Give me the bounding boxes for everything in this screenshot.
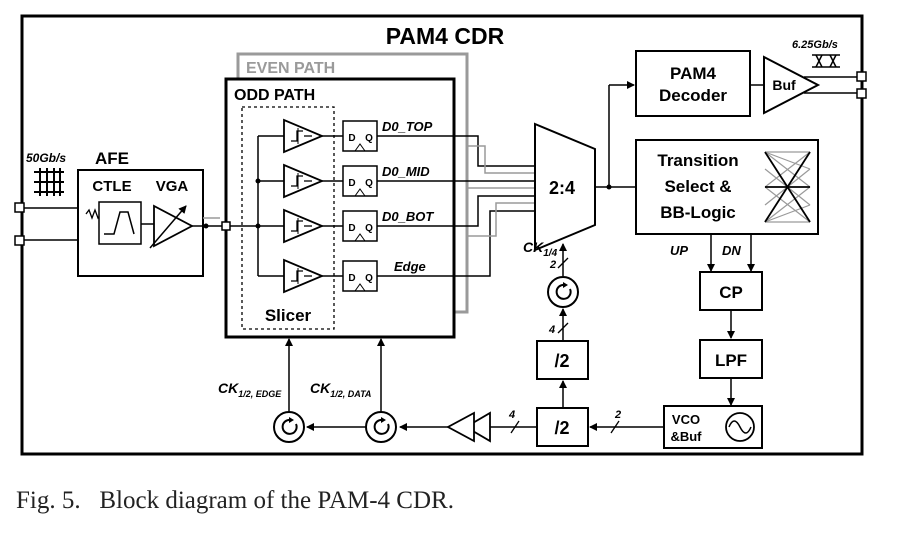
dff-top: D Q [342, 120, 378, 152]
svg-text:Q: Q [365, 178, 373, 189]
vco-bus-width: 2 [614, 409, 621, 421]
outer-frame [20, 14, 864, 456]
vga-amplifier [153, 204, 194, 248]
figure-caption: Fig. 5. Block diagram of the PAM-4 CDR. [16, 487, 454, 514]
ck12-edge-label: CK1/2, EDGE [218, 380, 282, 399]
eye-diagram-icon [34, 168, 64, 196]
transition-line3: BB-Logic [660, 203, 736, 222]
svg-text:/2: /2 [554, 351, 569, 371]
output-pin-n [856, 88, 867, 99]
odd-path-input-pin [221, 221, 231, 231]
ck14-bus-width: 2 [549, 259, 556, 271]
svg-text:Q: Q [365, 223, 373, 234]
svg-text:D: D [348, 178, 355, 189]
slicer-comparator-mid [255, 163, 343, 199]
loop-filter-block [699, 339, 763, 379]
ctle-label: CTLE [92, 178, 131, 195]
rotator-bus-width: 4 [548, 324, 555, 336]
pam4-decoder-block [635, 50, 751, 117]
cp-label: CP [719, 283, 743, 302]
odd-path-block [224, 77, 456, 339]
cdr-block-diagram: PAM4 CDR 50Gb/s AFE CTLE VGA EVEN PATH O… [14, 14, 867, 456]
data-phase-rotator-icon [365, 411, 397, 443]
transition-graph-icon [764, 151, 811, 223]
slicer-label: Slicer [265, 306, 312, 325]
svg-text:D: D [348, 223, 355, 234]
slicer-group [241, 106, 335, 330]
dff-edge: D Q [342, 260, 378, 292]
vco-line2: &Buf [670, 429, 702, 444]
svg-text:Q: Q [365, 133, 373, 144]
sine-oscillator-icon [725, 412, 755, 442]
output-d0-bot: D0_BOT [382, 209, 434, 224]
phase-rotator-icon [547, 276, 579, 308]
edge-phase-rotator-icon [273, 411, 305, 443]
pam4-decoder-line1: PAM4 [670, 64, 717, 83]
ctle-response-icon [104, 211, 135, 235]
data-bus-wires [377, 135, 535, 277]
transition-line1: Transition [657, 151, 738, 170]
even-path-label: EVEN PATH [246, 60, 335, 77]
slicer-comparator-top [258, 118, 343, 154]
diagram-title: PAM4 CDR [386, 23, 505, 49]
transition-line2: Select & [664, 177, 731, 196]
vga-label: VGA [156, 178, 189, 195]
buf-label: Buf [772, 77, 796, 93]
mux-label: 2:4 [549, 178, 575, 198]
slicer-comparator-bot [255, 208, 343, 244]
afe-block [77, 169, 204, 277]
lpf-label: LPF [715, 351, 747, 370]
output-d0-top: D0_TOP [382, 119, 433, 134]
vco-line1: VCO [672, 412, 700, 427]
output-d0-mid: D0_MID [382, 164, 430, 179]
svg-text:D: D [348, 133, 355, 144]
divider-upper [536, 340, 589, 380]
output-rate-label: 6.25Gb/s [792, 39, 838, 51]
dff-bot: D Q [342, 210, 378, 242]
charge-pump-block [699, 271, 763, 311]
ck12-data-label: CK1/2, DATA [310, 380, 371, 399]
dn-label: DN [722, 243, 741, 258]
odd-path-label: ODD PATH [234, 87, 315, 104]
div-bus-width: 4 [508, 409, 515, 421]
output-pin-p [856, 71, 867, 82]
svg-text:/2: /2 [554, 418, 569, 438]
output-eye-icon [812, 54, 840, 68]
svg-text:Q: Q [365, 273, 373, 284]
input-rate-label: 50Gb/s [26, 151, 66, 165]
clock-buffer-icon [446, 411, 491, 443]
up-label: UP [670, 243, 688, 258]
ctle-block [98, 201, 142, 245]
afe-title: AFE [95, 149, 129, 168]
ck14-label: CK1/4 [523, 239, 558, 259]
slicer-comparator-edge [258, 258, 343, 294]
dff-mid: D Q [342, 165, 378, 197]
input-pin-n [14, 235, 25, 246]
output-buffer [763, 55, 821, 115]
mux-2to4 [534, 122, 596, 252]
vga-gain-arrow [149, 205, 187, 249]
svg-text:D: D [348, 273, 355, 284]
output-edge: Edge [394, 259, 426, 274]
input-pin-p [14, 202, 25, 213]
pam4-decoder-line2: Decoder [659, 86, 727, 105]
